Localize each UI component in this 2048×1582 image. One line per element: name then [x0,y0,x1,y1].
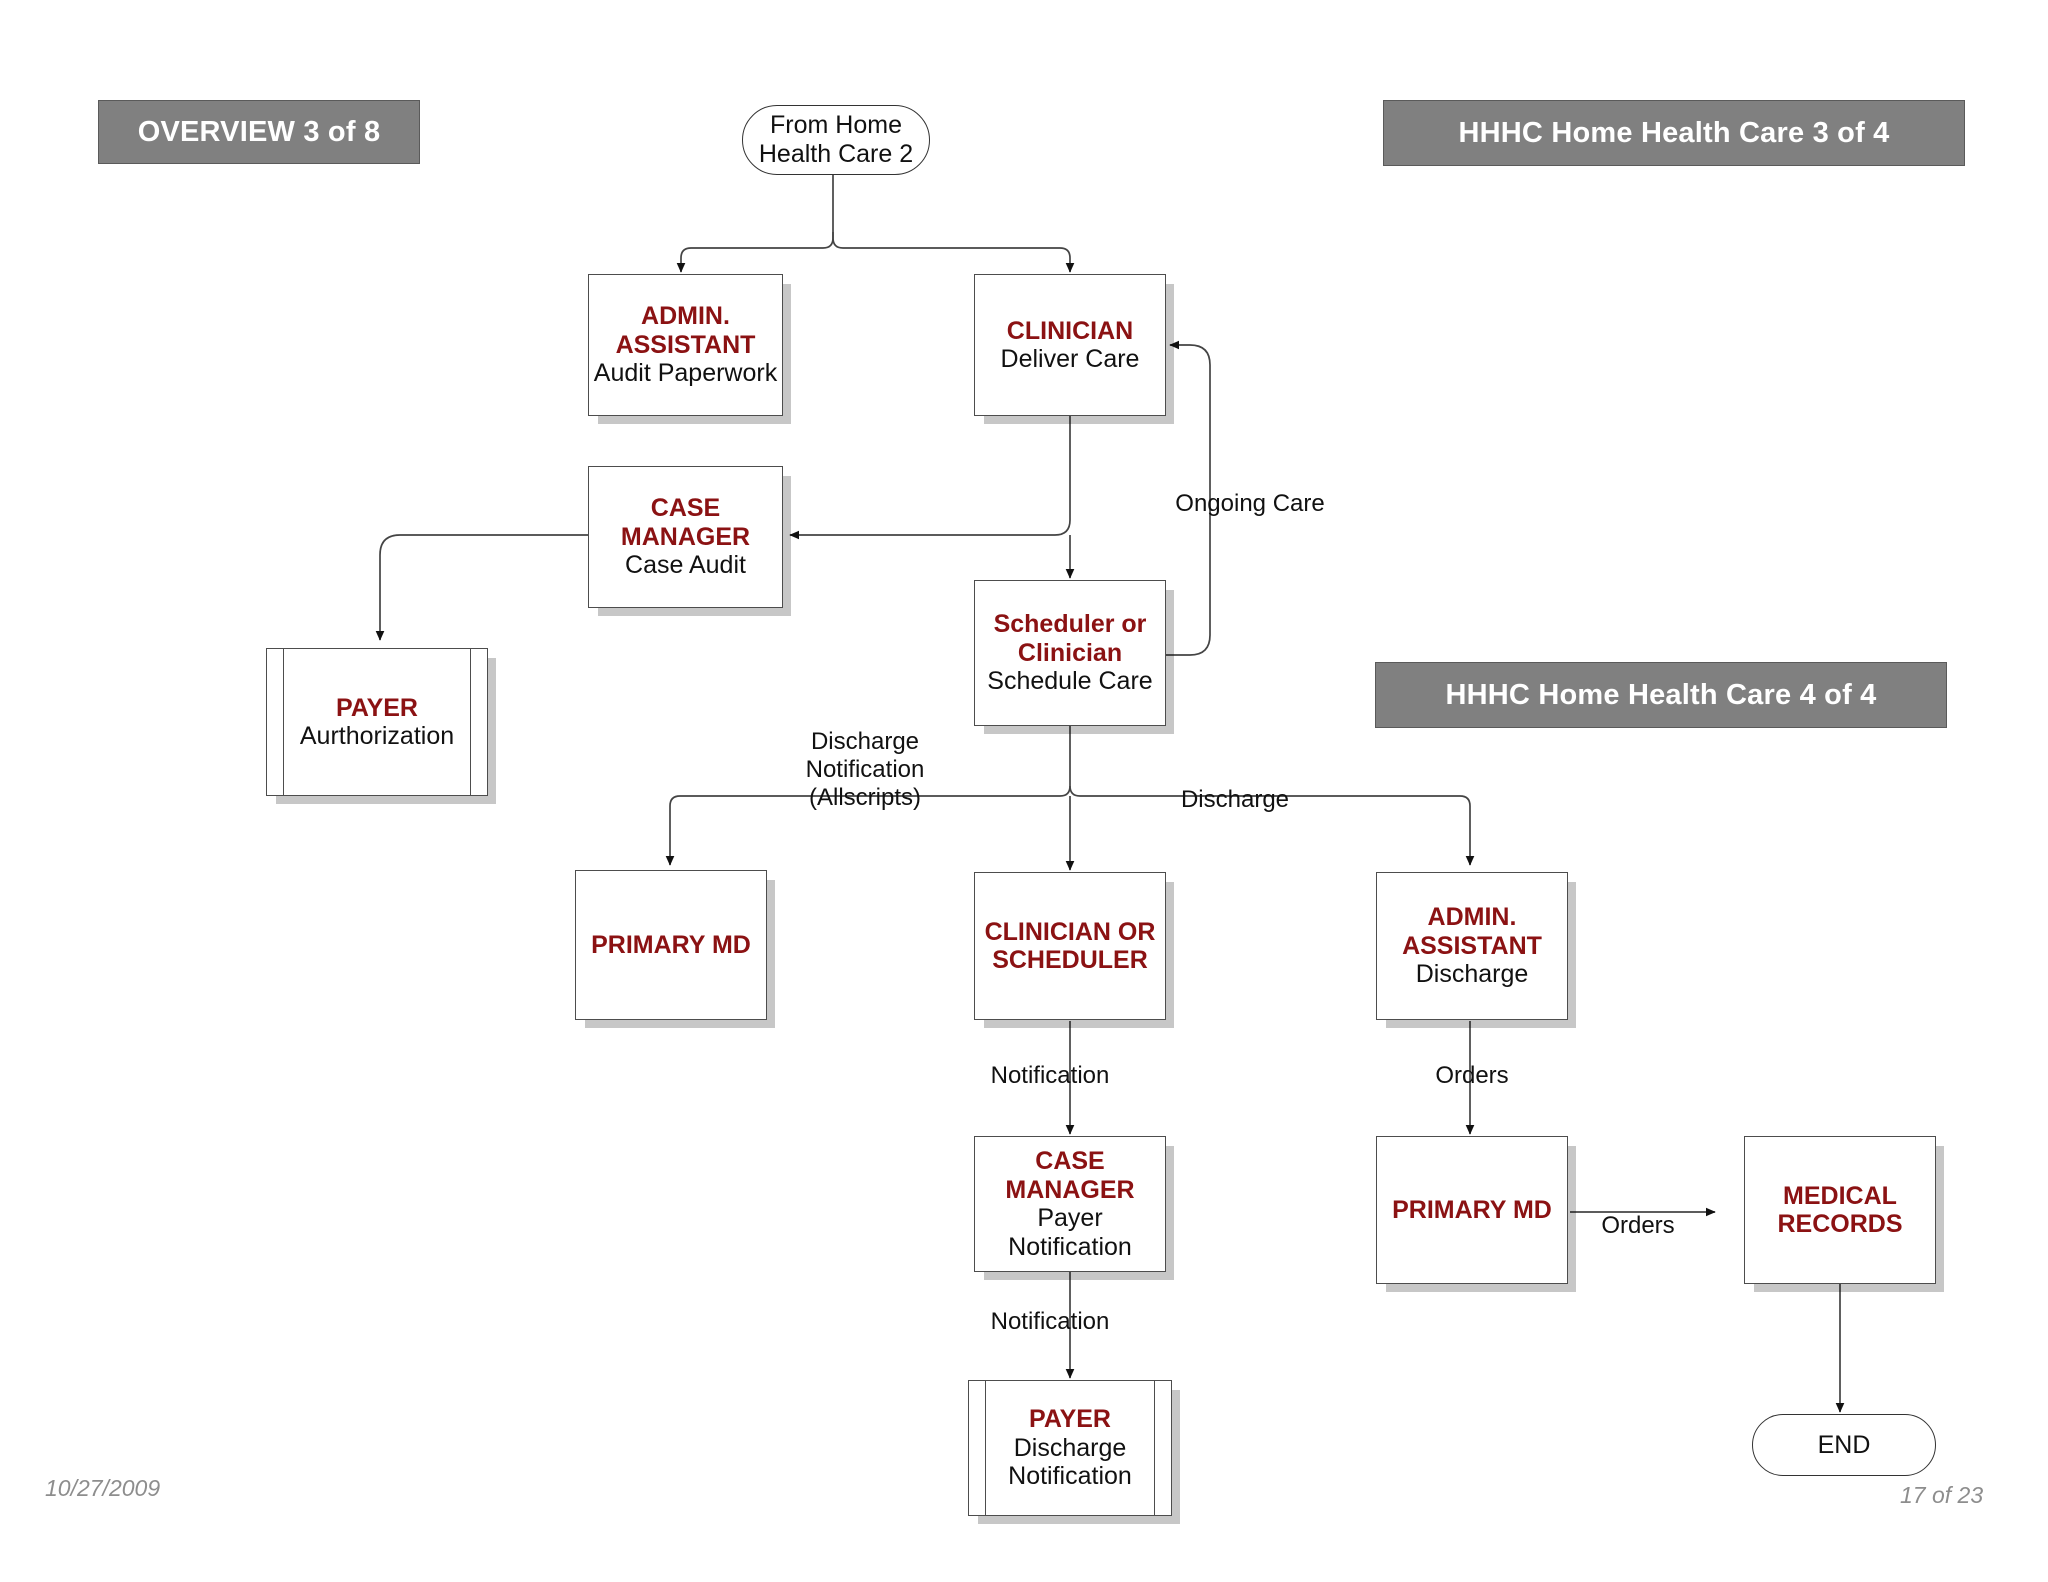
edge-label-discharge: Discharge [1180,786,1290,813]
node-admin-assistant-audit-title-line1: ADMIN. [641,302,730,331]
node-admin-assistant-discharge-title-line2: ASSISTANT [1402,931,1542,960]
edge-clinician-to-case-manager [789,416,1071,540]
terminator-end-label: END [1817,1430,1871,1459]
node-payer-discharge-notification-title-line1: PAYER [1029,1405,1111,1434]
edge-label-orders-to-primary-md: Orders [1435,1062,1509,1089]
node-case-manager-case-audit-title-line1: CASE [650,494,721,523]
node-case-manager-payer-notification-sub-line2: Notification [1008,1232,1132,1261]
terminator-start-line2: Health Care 2 [758,140,914,168]
terminator-end: END [1752,1414,1936,1476]
node-clinician-or-scheduler-title-line1: CLINICIAN OR [984,917,1156,946]
node-clinician-deliver-care-sub-line1: Deliver Care [1000,345,1140,373]
node-case-manager-case-audit-sub-line1: Case Audit [625,551,746,580]
node-case-manager-payer-notification[interactable]: CASE MANAGER Payer Notification [974,1136,1166,1272]
edge-ongoing-care [1165,340,1211,656]
node-payer-authorization-title-line1: PAYER [336,693,418,722]
banner-hhhc-4-of-4-label: HHHC Home Health Care 4 of 4 [1445,678,1877,711]
node-clinician-or-scheduler[interactable]: CLINICIAN OR SCHEDULER [974,872,1166,1020]
node-payer-authorization[interactable]: PAYER Aurthorization [266,648,488,796]
node-admin-assistant-discharge[interactable]: ADMIN. ASSISTANT Discharge [1376,872,1568,1020]
node-case-manager-payer-notification-title-line1: CASE [1035,1147,1105,1175]
node-admin-assistant-audit-title-line2: ASSISTANT [615,330,756,359]
node-payer-discharge-notification-sub-line2: Notification [1008,1462,1132,1491]
node-primary-md-discharge-notification-title-line1: PRIMARY MD [591,930,751,959]
banner-overview-label: OVERVIEW 3 of 8 [137,115,381,148]
node-medical-records[interactable]: MEDICAL RECORDS [1744,1136,1936,1284]
edge-label-orders-to-medical-records: Orders [1601,1212,1675,1239]
node-clinician-deliver-care[interactable]: CLINICIAN Deliver Care [974,274,1166,416]
node-scheduler-or-clinician[interactable]: Scheduler or Clinician Schedule Care [974,580,1166,726]
node-admin-assistant-discharge-sub-line1: Discharge [1415,960,1529,989]
node-medical-records-title-line2: RECORDS [1777,1210,1903,1238]
edge-label-discharge-notification-allscripts: Discharge Notification (Allscripts) [805,728,925,811]
node-payer-authorization-sub-line1: Aurthorization [299,722,455,750]
node-clinician-or-scheduler-title-line2: SCHEDULER [992,946,1148,974]
node-primary-md-orders-title-line1: PRIMARY MD [1392,1195,1552,1224]
node-case-manager-case-audit-title-line2: MANAGER [620,522,751,551]
edge-case-manager-to-payer [375,534,588,641]
node-admin-assistant-audit-sub-line1: Audit Paperwork [593,359,778,388]
node-case-manager-case-audit[interactable]: CASE MANAGER Case Audit [588,466,783,608]
node-medical-records-title-line1: MEDICAL [1783,1181,1897,1210]
node-primary-md-orders[interactable]: PRIMARY MD [1376,1136,1568,1284]
node-payer-discharge-notification[interactable]: PAYER Discharge Notification [968,1380,1172,1516]
node-scheduler-or-clinician-title-line2: Clinician [1017,638,1123,667]
node-admin-assistant-discharge-title-line1: ADMIN. [1427,903,1517,932]
node-primary-md-discharge-notification[interactable]: PRIMARY MD [575,870,767,1020]
terminator-start-line1: From Home [770,111,902,140]
edge-start-to-clinician [832,232,1075,273]
node-payer-discharge-notification-sub-line1: Discharge [1013,1433,1127,1462]
banner-hhhc-3-of-4-label: HHHC Home Health Care 3 of 4 [1458,116,1890,149]
footer-page-number: 17 of 23 [1900,1482,1984,1508]
banner-hhhc-3-of-4: HHHC Home Health Care 3 of 4 [1383,100,1965,166]
terminator-start: From Home Health Care 2 [742,105,930,175]
edge-start-to-admin-assistant [676,232,834,273]
node-scheduler-or-clinician-title-line1: Scheduler or [993,610,1147,639]
node-clinician-deliver-care-title-line1: CLINICIAN [1006,316,1134,345]
node-admin-assistant-audit[interactable]: ADMIN. ASSISTANT Audit Paperwork [588,274,783,416]
edge-label-notification-to-case-manager: Notification [990,1062,1110,1089]
banner-overview: OVERVIEW 3 of 8 [98,100,420,164]
edge-label-ongoing-care: Ongoing Care [1175,490,1325,517]
edge-scheduler-to-admin-assistant-discharge [1069,785,1475,866]
node-case-manager-payer-notification-title-line2: MANAGER [1005,1175,1135,1204]
edge-label-notification-to-payer: Notification [990,1308,1110,1335]
edge-scheduler-to-primary-md [665,785,1071,866]
node-scheduler-or-clinician-sub-line1: Schedule Care [987,667,1153,696]
node-case-manager-payer-notification-sub-line1: Payer [1037,1204,1103,1232]
footer-date: 10/27/2009 [45,1475,161,1501]
banner-hhhc-4-of-4: HHHC Home Health Care 4 of 4 [1375,662,1947,728]
